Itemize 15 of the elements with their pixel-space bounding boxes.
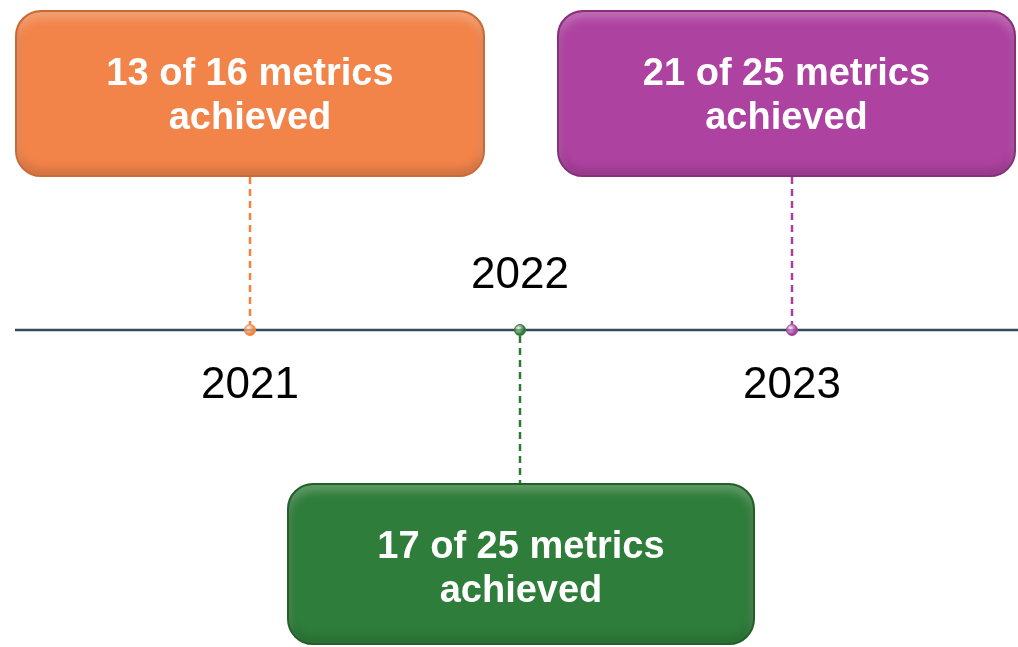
year-label: 2022 [470,248,570,298]
milestone-text: 17 of 25 metrics achieved [376,523,666,611]
milestone-box [557,10,1016,177]
timeline-dot [244,324,256,336]
dashed-connector [248,177,252,324]
milestone-box [287,483,755,645]
milestone-text: 21 of 25 metrics achieved [641,50,932,138]
dashed-connector [790,177,794,324]
year-label: 2021 [200,358,300,408]
milestone-text: 13 of 16 metrics achieved [105,50,395,138]
milestone-box [15,10,485,177]
year-label: 2023 [742,358,842,408]
timeline-dot [786,324,798,336]
timeline-dot [514,324,526,336]
dashed-connector [518,336,522,483]
